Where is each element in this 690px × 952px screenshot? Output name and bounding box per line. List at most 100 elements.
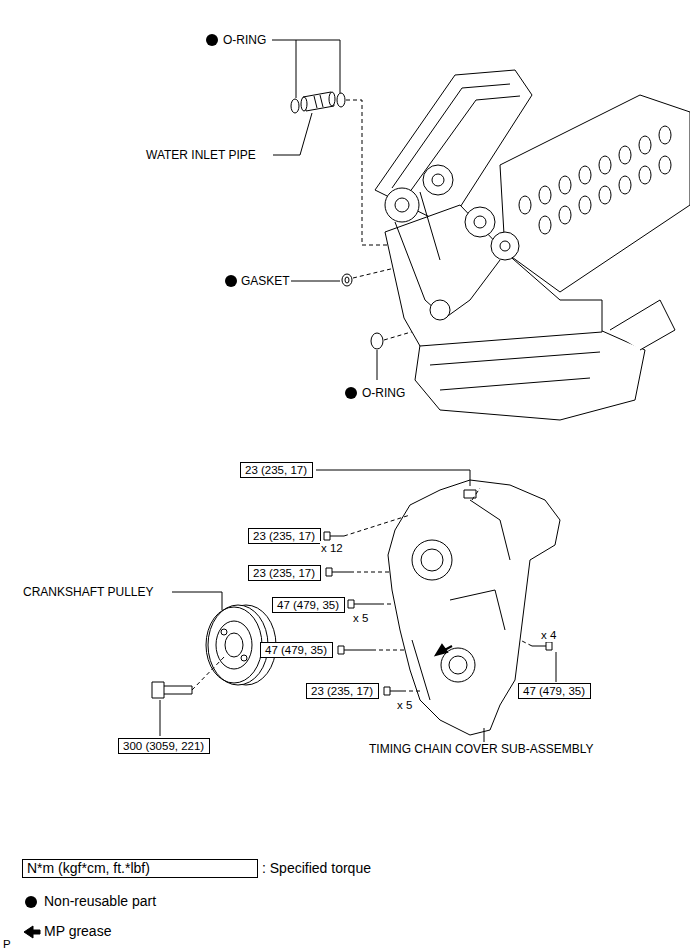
cam-lobe	[639, 166, 651, 184]
cam-lobe	[659, 126, 671, 144]
non-reusable-mark	[225, 275, 237, 287]
pulley-web	[216, 621, 252, 669]
pipe-end	[301, 97, 307, 111]
bolt	[338, 646, 372, 654]
pipe-end	[329, 92, 335, 106]
torque-value: 23 (235, 17)	[311, 684, 374, 698]
mp-grease-arrow	[436, 645, 452, 655]
cylinder-head-left	[375, 70, 532, 226]
torque-value: 300 (3059, 221)	[123, 739, 205, 753]
sprocket	[491, 232, 519, 260]
assembly-line	[344, 515, 410, 536]
cam-lobe	[599, 156, 611, 174]
quantity-label: x 5	[396, 698, 413, 712]
pulley-hub	[225, 633, 243, 657]
bolt	[324, 532, 344, 540]
torque-value: 23 (235, 17)	[253, 566, 316, 580]
legend-text: : Specified torque	[262, 860, 371, 876]
non-reusable-mark	[206, 34, 218, 46]
non-reusable-mark	[345, 387, 357, 399]
assembly-line	[192, 655, 226, 690]
torque-box: 23 (235, 17)	[248, 528, 321, 544]
water-pump-opening	[412, 540, 452, 580]
cam-lobe	[559, 176, 571, 194]
leader-line	[290, 281, 340, 282]
sprocket	[465, 207, 495, 237]
quantity-label: x 5	[352, 611, 369, 625]
leader-line	[316, 470, 470, 486]
torque-box: 300 (3059, 221)	[118, 738, 210, 754]
leader-line	[556, 652, 557, 682]
torque-value: 47 (479, 35)	[523, 684, 586, 698]
pulley-hole	[241, 655, 247, 661]
cam-lobe	[539, 186, 551, 204]
legend-item: : Specified torque	[262, 860, 371, 877]
bolt	[348, 600, 380, 608]
part-label: O-RING	[361, 386, 406, 400]
sprocket-hub	[474, 216, 486, 228]
torque-box: 47 (479, 35)	[272, 597, 345, 613]
cam-lobe	[619, 146, 631, 164]
gasket-hole	[345, 277, 349, 283]
bolt	[384, 687, 402, 695]
part-label: WATER INLET PIPE	[145, 148, 257, 162]
water-pump-opening	[421, 549, 443, 571]
assembly-line	[380, 604, 394, 605]
torque-value: 47 (479, 35)	[277, 598, 340, 612]
cam-lobe	[619, 176, 631, 194]
assembly-line	[402, 691, 420, 692]
part-label: O-RING	[222, 33, 267, 47]
cam-lobe	[599, 186, 611, 204]
leader-line	[160, 700, 161, 736]
leader-line	[377, 350, 378, 380]
legend-item: Non-reusable part	[44, 893, 156, 910]
torque-value: 23 (235, 17)	[253, 529, 316, 543]
legend-text: MP grease	[44, 923, 111, 939]
mp-grease-arrow	[24, 926, 40, 938]
torque-value: 23 (235, 17)	[245, 463, 308, 477]
torque-box: 47 (479, 35)	[260, 642, 333, 658]
o-ring	[291, 99, 299, 113]
crank-sprocket	[430, 300, 450, 320]
assembly-line	[372, 650, 404, 651]
cam-lobe	[579, 166, 591, 184]
pulley-bolt	[152, 682, 192, 698]
part-label: CRANKSHAFT PULLEY	[22, 585, 154, 599]
cylinder-head-right	[500, 95, 690, 292]
assembly-line	[350, 572, 392, 573]
torque-value: N*m (kgf*cm, ft.*lbf)	[27, 860, 253, 877]
timing-chain	[395, 192, 500, 318]
sprocket-hub	[432, 174, 444, 186]
torque-box: 23 (235, 17)	[240, 462, 313, 478]
torque-box: 47 (479, 35)	[518, 683, 591, 699]
legend-text: Non-reusable part	[44, 893, 156, 909]
cam-lobe	[519, 196, 531, 214]
bolt	[532, 642, 552, 650]
crankshaft-pulley	[208, 605, 268, 685]
cover-rib	[412, 500, 510, 700]
cam-lobe	[639, 136, 651, 154]
leader-line	[273, 113, 312, 155]
o-ring	[371, 333, 383, 349]
non-reusable-mark	[25, 896, 37, 908]
crank-seal	[449, 656, 467, 674]
quantity-label: x 4	[540, 628, 557, 642]
bolt	[326, 568, 350, 576]
pulley-hole	[221, 629, 227, 635]
legend-torque-box: N*m (kgf*cm, ft.*lbf)	[22, 859, 258, 878]
leader-line	[272, 40, 340, 98]
oil-pan-rib	[430, 352, 600, 390]
cam-lobe	[659, 156, 671, 174]
engine-mount	[610, 300, 675, 350]
sprocket	[423, 165, 453, 195]
sprocket-hub	[500, 241, 510, 251]
pipe-detail	[314, 95, 323, 108]
torque-box: 23 (235, 17)	[306, 683, 379, 699]
assembly-line	[472, 488, 480, 500]
figure-code: P	[2, 937, 12, 951]
assembly-line	[520, 640, 532, 646]
legend-item: MP grease	[44, 923, 111, 940]
camshaft	[519, 126, 671, 234]
